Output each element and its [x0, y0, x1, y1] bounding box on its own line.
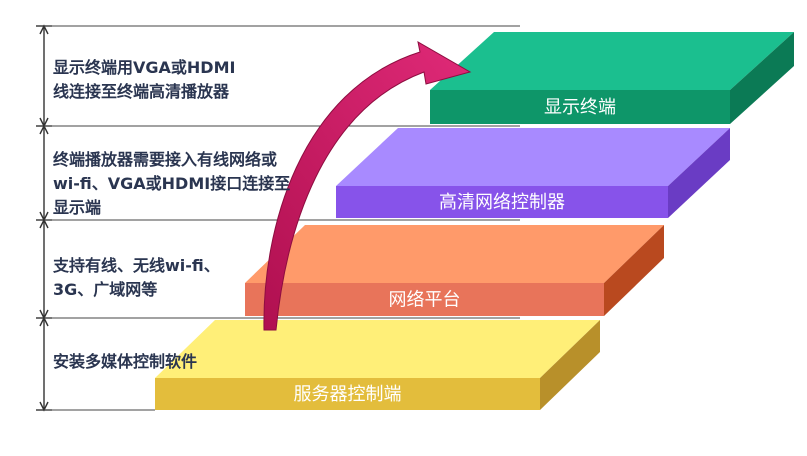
step-label-network-platform: 网络平台 [389, 290, 461, 311]
step-side-face [668, 128, 730, 218]
step-front-face [430, 90, 730, 124]
step-side-face [604, 225, 664, 316]
description-server-control: 安装多媒体控制软件 [53, 352, 198, 371]
step-top-face [155, 320, 600, 378]
step-label-server-control: 服务器控制端 [294, 384, 402, 405]
description-display-terminal: 显示终端用VGA或HDMI 线连接至终端高清播放器 [53, 58, 236, 101]
labels-layer: 服务器控制端 网络平台 高清网络控制器 显示终端 [294, 97, 617, 405]
step-front-face [245, 283, 604, 316]
step-top-face [336, 128, 730, 186]
step-side-face [730, 32, 794, 124]
step-label-display-terminal: 显示终端 [544, 97, 616, 118]
step-hd-network-controller [336, 128, 730, 218]
step-server-control [155, 320, 600, 410]
step-side-face [540, 320, 600, 410]
growth-arrow-body [263, 41, 472, 331]
step-top-face [430, 32, 794, 90]
description-network-platform: 支持有线、无线wi-fi、 3G、广域网等 [53, 256, 220, 299]
description-hd-network-controller: 终端播放器需要接入有线网络或 wi-fi、VGA或HDMI接口连接至 显示端 [53, 150, 291, 217]
step-network-platform [245, 225, 664, 316]
step-display-terminal [430, 32, 794, 124]
left-scale [36, 24, 52, 412]
growth-arrow [263, 41, 472, 331]
step-front-face [336, 186, 668, 218]
step-top-face [245, 225, 664, 283]
step-front-face [155, 378, 540, 410]
step-label-hd-network-controller: 高清网络控制器 [439, 192, 565, 213]
steps-layer [155, 32, 794, 410]
